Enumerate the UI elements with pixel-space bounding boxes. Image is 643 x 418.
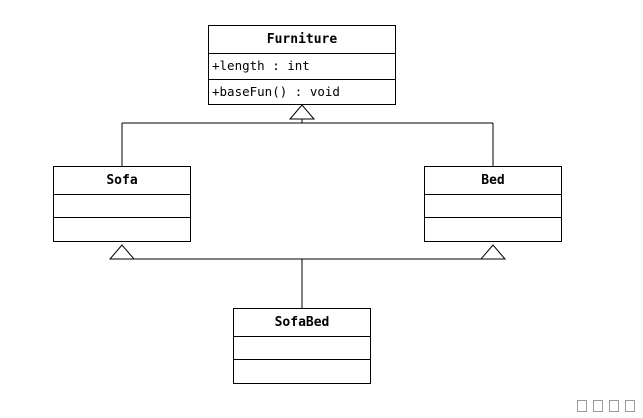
corner-mark-2 <box>593 400 603 412</box>
uml-class-bed[interactable]: Bed <box>424 166 562 242</box>
uml-class-sofa-name: Sofa <box>54 167 190 195</box>
generalization-to-furniture <box>121 104 494 166</box>
uml-class-sofabed-attributes <box>234 337 370 360</box>
uml-class-bed-operations <box>425 218 561 241</box>
uml-class-sofa-operations <box>54 218 190 241</box>
uml-class-furniture[interactable]: Furniture +length : int +baseFun() : voi… <box>208 25 396 105</box>
uml-class-furniture-operations: +baseFun() : void <box>212 83 340 99</box>
generalization-sofabed-to-bed <box>302 244 507 260</box>
generalization-arrow-bed <box>479 244 507 260</box>
uml-class-sofabed-name: SofaBed <box>234 309 370 337</box>
uml-class-bed-name: Bed <box>425 167 561 195</box>
uml-class-furniture-attributes: +length : int <box>209 54 395 80</box>
generalization-arrow-sofa <box>108 244 136 260</box>
generalization-sofabed-to-sofa <box>108 244 303 308</box>
uml-class-bed-attributes <box>425 195 561 218</box>
corner-mark-1 <box>577 400 587 412</box>
corner-mark-4 <box>625 400 635 412</box>
corner-mark-3 <box>609 400 619 412</box>
corner-marks <box>577 400 635 412</box>
uml-class-sofabed-operations <box>234 360 370 383</box>
generalization-arrow-furniture <box>288 104 316 120</box>
uml-class-sofa[interactable]: Sofa <box>53 166 191 242</box>
uml-class-sofa-attributes <box>54 195 190 218</box>
uml-class-sofabed[interactable]: SofaBed <box>233 308 371 384</box>
uml-class-furniture-name: Furniture <box>209 26 395 54</box>
